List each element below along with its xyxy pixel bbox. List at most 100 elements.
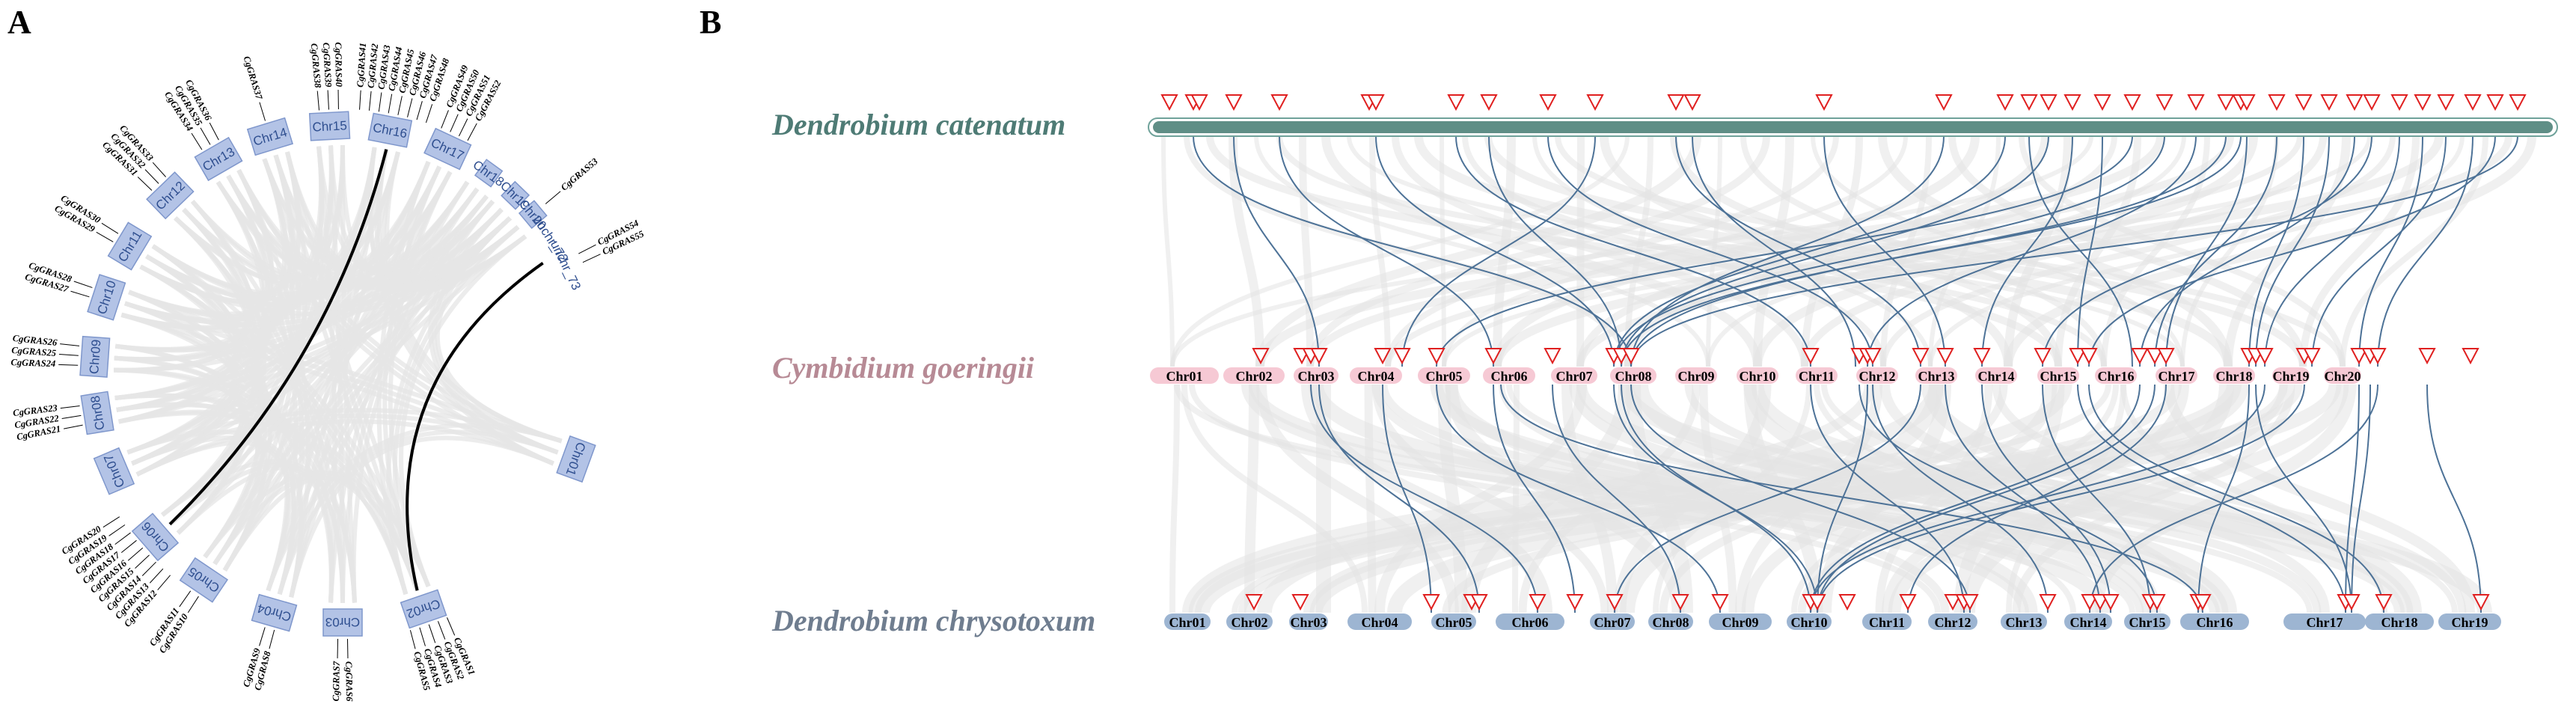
- catenatum-gene-marker: [2123, 94, 2141, 111]
- catenatum-gene-marker: [2063, 94, 2081, 111]
- chrysotoxum-gene-marker: [2148, 594, 2166, 611]
- gene-tick: [446, 617, 456, 636]
- cymbidium-gene-marker: [1544, 348, 1561, 365]
- catenatum-gene-marker: [1447, 94, 1465, 111]
- cymbidium-chromosome: [1350, 367, 1402, 384]
- synteny-background-link: [2180, 135, 2279, 367]
- synteny-background-link: [1161, 135, 1175, 367]
- synteny-background-link: [1493, 135, 2444, 367]
- synteny-ortholog-link: [1279, 135, 1494, 367]
- chrysotoxum-gene-marker: [1529, 594, 1546, 611]
- chrysotoxum-chromosome: [2001, 613, 2047, 630]
- chrysotoxum-chromosome: [1289, 613, 1328, 630]
- gene-tick: [459, 118, 468, 137]
- circos-chromosome-block: [474, 159, 504, 188]
- cymbidium-gene-marker: [1484, 348, 1502, 365]
- circos-chromosome-label: Chr03: [325, 615, 360, 629]
- cymbidium-gene-marker: [2418, 348, 2436, 365]
- circos-background-link: [399, 234, 527, 587]
- chrysotoxum-chromosome: [1431, 613, 1476, 630]
- catenatum-gene-marker: [2486, 94, 2504, 111]
- circos-chromosome-label: Chr15: [312, 118, 347, 134]
- cymbidium-chromosome-label: Chr05: [1426, 369, 1463, 384]
- chrysotoxum-chromosome-label: Chr17: [2307, 615, 2343, 630]
- circos-chromosome-block: [87, 274, 126, 321]
- circos-chromosome-block: [131, 512, 180, 562]
- gene-tick: [58, 353, 79, 356]
- gene-tick: [407, 98, 413, 117]
- synteny-ortholog-link: [2154, 135, 2277, 367]
- gene-tick: [545, 191, 561, 204]
- circos-chromosome-block: [79, 335, 111, 378]
- gene-label: CgGRAS42: [365, 43, 380, 89]
- synteny-ortholog-link: [1488, 135, 1622, 367]
- gene-tick: [152, 162, 166, 177]
- cymbidium-chromosome-label: Chr04: [1358, 369, 1395, 384]
- synteny-ortholog-links: [1193, 135, 2518, 613]
- gene-label: CgGRAS7: [331, 661, 342, 701]
- synteny-background-link: [1306, 135, 1770, 367]
- catenatum-gene-marker: [1367, 94, 1385, 111]
- circos-chromosome-chr03: Chr03: [322, 608, 363, 637]
- cymbidium-gene-marker: [1310, 348, 1328, 365]
- cymbidium-chromosome-label: Chr11: [1799, 369, 1835, 384]
- circos-chromosome-block: [179, 557, 229, 603]
- synteny-background-link: [1387, 383, 2249, 614]
- chrysotoxum-gene-marker: [1961, 594, 1979, 611]
- synteny-ortholog-link: [1547, 135, 1873, 367]
- synteny-background-link: [1257, 383, 1944, 614]
- chrysotoxum-chromosome-label: Chr05: [1436, 615, 1472, 630]
- circos-chromosome-ring: Chr01Chr02Chr03Chr04Chr05Chr06Chr07Chr08…: [79, 111, 596, 637]
- circos-background-link: [289, 151, 400, 598]
- synteny-background-link: [1442, 384, 2288, 613]
- synteny-background-link: [1306, 135, 2234, 367]
- gene-tick: [316, 91, 320, 111]
- gene-label: CgGRAS24: [10, 357, 55, 369]
- cymbidium-chromosome-label: Chr03: [1298, 369, 1335, 384]
- catenatum-gene-marker: [1935, 94, 1953, 111]
- gene-tick: [61, 414, 82, 419]
- synteny-background-link: [1928, 135, 2465, 367]
- gene-tick: [179, 590, 192, 608]
- circos-chromosome-block: [367, 112, 413, 148]
- gene-tick: [582, 254, 601, 263]
- circos-background-link: [168, 187, 480, 527]
- catenatum-gene-marker: [2414, 94, 2432, 111]
- synteny-background-link: [1445, 384, 1685, 613]
- synteny-background-link: [1182, 384, 1875, 613]
- chrysotoxum-gene-marker: [1838, 594, 1856, 611]
- synteny-background-link: [1174, 384, 2135, 613]
- gene-label: CgGRAS40: [333, 42, 344, 88]
- synteny-ortholog-link: [2089, 384, 2378, 613]
- catenatum-gene-marker: [1190, 94, 1208, 111]
- catenatum-gene-marker: [2320, 94, 2338, 111]
- circos-chromosome-chr16: Chr16: [367, 112, 413, 148]
- synteny-ortholog-link: [1945, 384, 2101, 613]
- synteny-ortholog-link: [1817, 384, 1868, 613]
- chrysotoxum-chromosome: [1226, 613, 1273, 630]
- circos-chromosome-block: [146, 171, 195, 220]
- circos-background-link: [340, 144, 470, 272]
- synteny-ortholog-link: [1872, 384, 2049, 613]
- cymbidium-chromosome: [1294, 367, 1339, 384]
- circos-chromosome-block: [556, 435, 596, 483]
- catenatum-gene-marker: [2295, 94, 2313, 111]
- gene-tick: [127, 547, 144, 561]
- cymbidium-chromosome: [2324, 367, 2361, 384]
- circos-chromosome-chr04: Chr04: [251, 593, 298, 632]
- circos-background-links: [113, 144, 563, 604]
- catenatum-gene-marker: [1270, 94, 1288, 111]
- synteny-background-links: [1161, 135, 2536, 614]
- catenatum-gene-marker: [2268, 94, 2286, 111]
- circos-chromosome-block: [501, 180, 530, 210]
- synteny-ortholog-link: [2197, 384, 2250, 613]
- catenatum-gene-marker: [1815, 94, 1833, 111]
- synteny-background-link: [1576, 135, 1585, 367]
- synteny-ortholog-link: [2042, 384, 2151, 613]
- synteny-ortholog-link: [1630, 135, 2518, 367]
- circos-chromosome-label: unchr_73: [548, 239, 584, 293]
- gene-tick: [200, 127, 211, 145]
- chrysotoxum-chromosome-label: Chr19: [2452, 615, 2488, 630]
- cymbidium-chromosome-label: Chr02: [1236, 369, 1273, 384]
- synteny-background-link: [2055, 135, 2141, 367]
